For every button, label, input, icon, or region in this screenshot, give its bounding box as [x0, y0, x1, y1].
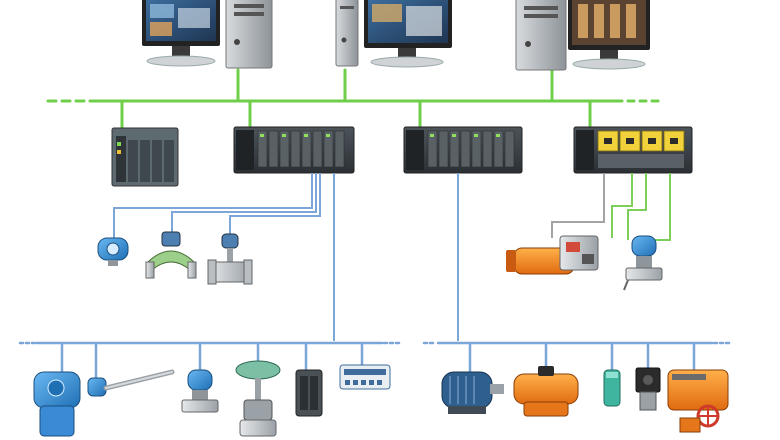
field-wiring-upper-right [457, 173, 671, 341]
fieldbus-left [18, 341, 402, 382]
io-module-1[interactable] [233, 126, 355, 174]
workstation-left[interactable] [142, 0, 273, 69]
electric-motor-icon[interactable] [441, 371, 504, 414]
field-wiring-upper-left [113, 173, 335, 341]
pressure-transmitter-icon[interactable] [97, 237, 129, 266]
workstation-right[interactable] [515, 0, 650, 71]
io-module-yellow[interactable] [573, 126, 693, 174]
remote-io-icon[interactable] [295, 369, 323, 417]
fieldbus-right [422, 341, 732, 374]
radar-level-icon[interactable] [33, 371, 81, 437]
pressure-transmitter-icon[interactable] [181, 369, 219, 413]
workstation-center[interactable] [335, 0, 452, 68]
proximity-sensor-icon[interactable] [603, 369, 621, 407]
temperature-probe-icon[interactable] [87, 369, 175, 397]
rotary-actuator-icon[interactable] [513, 366, 579, 417]
control-network-bus [46, 68, 660, 130]
pneumatic-actuator-icon[interactable] [506, 235, 599, 275]
dp-transmitter-icon[interactable] [623, 235, 663, 291]
valve-positioner-icon[interactable] [635, 367, 661, 411]
control-valve-icon[interactable] [235, 360, 281, 437]
coriolis-flowmeter-icon[interactable] [145, 231, 197, 279]
electric-actuator-icon[interactable] [667, 369, 729, 433]
io-module-2[interactable] [403, 126, 523, 174]
vortex-flowmeter-icon[interactable] [207, 233, 253, 285]
terminal-block-icon[interactable] [339, 364, 391, 390]
io-rack[interactable] [111, 127, 179, 187]
